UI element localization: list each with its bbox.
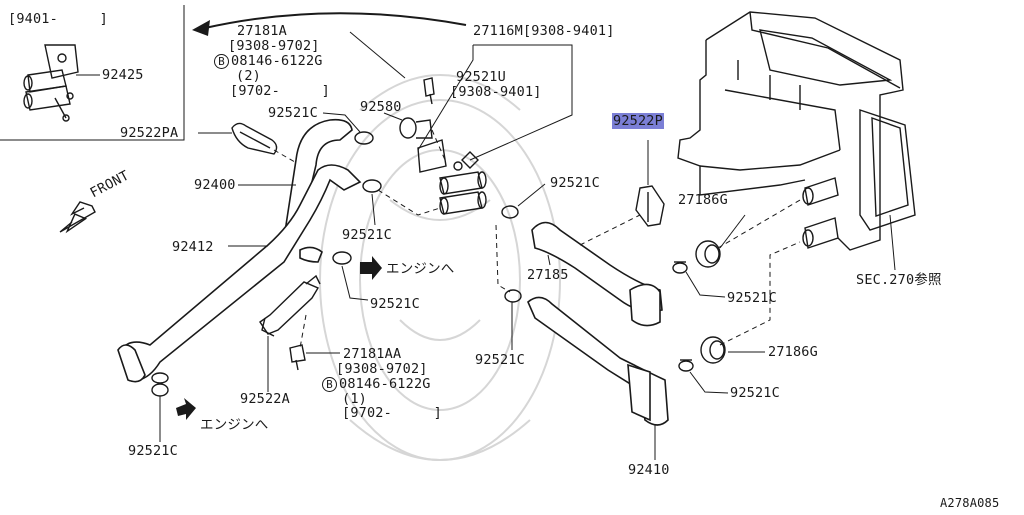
part-label-27186g: 27186G — [768, 344, 818, 360]
range-label: [9308-9702] — [228, 38, 320, 54]
part-label-92400: 92400 — [194, 177, 236, 193]
part-label-92521c: 92521C — [727, 290, 777, 306]
front-arrow-icon — [59, 201, 96, 234]
clamp-92521c-right — [672, 261, 694, 372]
range-label: [9308-9702] — [336, 361, 428, 377]
valve-assembly-center — [417, 139, 487, 215]
part-label-27181aa: 27181AA — [343, 346, 402, 362]
part-label-92425: 92425 — [102, 67, 144, 83]
part-label-92522p: 92522P — [612, 113, 664, 129]
grommet-27186g-lower — [700, 336, 726, 364]
clip-92522pa — [231, 122, 278, 155]
part-label-92522a: 92522A — [240, 391, 290, 407]
part-label-92521c: 92521C — [475, 352, 525, 368]
bracket-92522a — [259, 274, 321, 337]
transition-arrow — [204, 12, 467, 29]
part-label-27186g: 27186G — [678, 192, 728, 208]
sec270-label: SEC.270参照 — [856, 272, 942, 288]
part-label-92521u: 92521U — [456, 69, 506, 85]
inset-range-label: [9401- ] — [8, 11, 108, 27]
part-label-92580: 92580 — [360, 99, 402, 115]
hose-92410 — [527, 296, 669, 426]
qty-label: (2) — [236, 68, 261, 84]
range-label: [9308-9401] — [450, 84, 542, 100]
bolt-circle-b-icon: B — [214, 54, 229, 69]
engine-arrow-icon — [360, 256, 382, 280]
heater-unit-outline — [677, 11, 916, 251]
hose-27185 — [531, 221, 663, 313]
figure-code: A278A085 — [940, 496, 1000, 510]
part-label-27185: 27185 — [527, 267, 569, 283]
part-label-92521c: 92521C — [550, 175, 600, 191]
sensor-92580 — [399, 117, 433, 139]
part-label-27181a: 27181A — [237, 23, 287, 39]
part-label-92521c: 92521C — [370, 296, 420, 312]
leader-sec270 — [889, 214, 896, 271]
engine-direction-label: エンジンへ — [200, 417, 269, 433]
grommet-27186g-upper — [695, 240, 721, 268]
inset-valve-92425 — [23, 44, 79, 122]
clamp-92521c-mid — [501, 205, 522, 303]
engine-direction-label: エンジンへ — [386, 261, 455, 277]
bolt-27181a — [423, 77, 435, 105]
bolt-circle-b-icon: B — [322, 377, 337, 392]
clamp-92521c-upper — [332, 131, 382, 265]
part-label-27116m: 27116M[9308-9401] — [473, 23, 615, 39]
bracket-92522p — [635, 185, 665, 227]
part-label-92521c: 92521C — [342, 227, 392, 243]
clamp-92521c-lower-left — [151, 372, 169, 397]
range-label: [9702- ] — [342, 405, 442, 421]
qty-label: (1) — [342, 391, 367, 407]
part-label-92521c: 92521C — [730, 385, 780, 401]
part-label-92521c: 92521C — [128, 443, 178, 459]
leader-27116m — [417, 44, 573, 161]
watermark-emblem — [319, 74, 561, 461]
hose-92412 — [120, 164, 362, 381]
bolt-27181aa — [289, 344, 306, 371]
engine-arrow-icon — [176, 398, 196, 420]
part-label-92521c: 92521C — [268, 105, 318, 121]
part-label-92522pa: 92522PA — [120, 125, 179, 141]
inset-border — [0, 5, 185, 141]
range-label: [9702- ] — [230, 83, 330, 99]
part-label-92410: 92410 — [628, 462, 670, 478]
part-label-92412: 92412 — [172, 239, 214, 255]
